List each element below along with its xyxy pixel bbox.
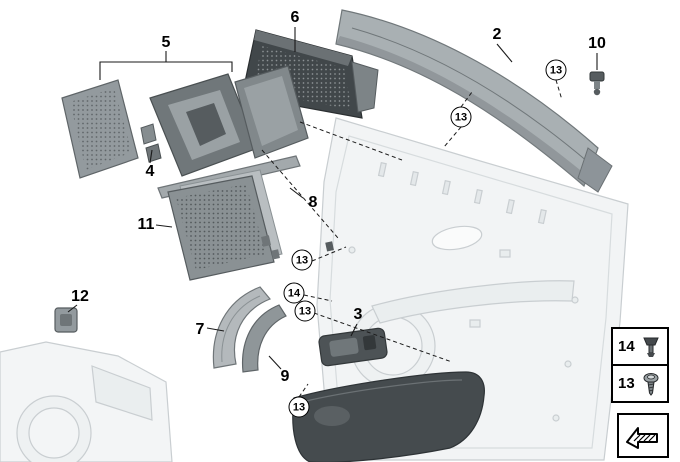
callout-12[interactable]: 12 (71, 288, 89, 305)
part-5-panel-assembly (61, 65, 309, 179)
callout-3[interactable]: 3 (353, 306, 363, 323)
part-12-cover (54, 307, 78, 333)
part-3-switch-panel (318, 327, 388, 367)
callout-4[interactable]: 4 (145, 163, 155, 180)
callout-9[interactable]: 9 (280, 368, 290, 385)
part-10-clip (589, 71, 605, 96)
callout-11[interactable]: 11 (137, 216, 155, 233)
callout-10[interactable]: 10 (588, 35, 606, 52)
direction-arrow-icon (626, 426, 658, 449)
callout-5[interactable]: 5 (161, 34, 171, 51)
fastener-legend: 14 13 (611, 327, 669, 403)
marker-13-e[interactable]: 13 (288, 396, 310, 418)
clip-icon (643, 337, 659, 357)
marker-13-b[interactable]: 13 (450, 106, 472, 128)
callout-6[interactable]: 6 (290, 9, 300, 26)
door-carrier-ghost (0, 341, 173, 462)
armrest-trim (292, 371, 485, 462)
callout-lines (67, 27, 598, 370)
part-11-speaker-grille (167, 169, 334, 281)
assembly-dashed-lines (261, 79, 563, 398)
legend-row-13: 13 (613, 364, 667, 401)
marker-13-a[interactable]: 13 (545, 59, 567, 81)
part-7-handle-bezel (212, 286, 271, 369)
direction-arrow-box (617, 413, 669, 458)
callout-7[interactable]: 7 (195, 321, 205, 338)
marker-14-a[interactable]: 14 (283, 282, 305, 304)
marker-13-d[interactable]: 13 (294, 300, 316, 322)
screw-icon (643, 372, 659, 396)
part-9-handle-insert (241, 304, 287, 373)
legend-row-14: 14 (613, 329, 667, 364)
legend-label-13: 13 (618, 375, 635, 392)
door-panel-ghost (316, 117, 629, 461)
callout-8[interactable]: 8 (308, 194, 318, 211)
callout-2[interactable]: 2 (492, 26, 502, 43)
legend-label-14: 14 (618, 338, 635, 355)
marker-13-c[interactable]: 13 (291, 249, 313, 271)
part-4-bracket (140, 123, 162, 163)
